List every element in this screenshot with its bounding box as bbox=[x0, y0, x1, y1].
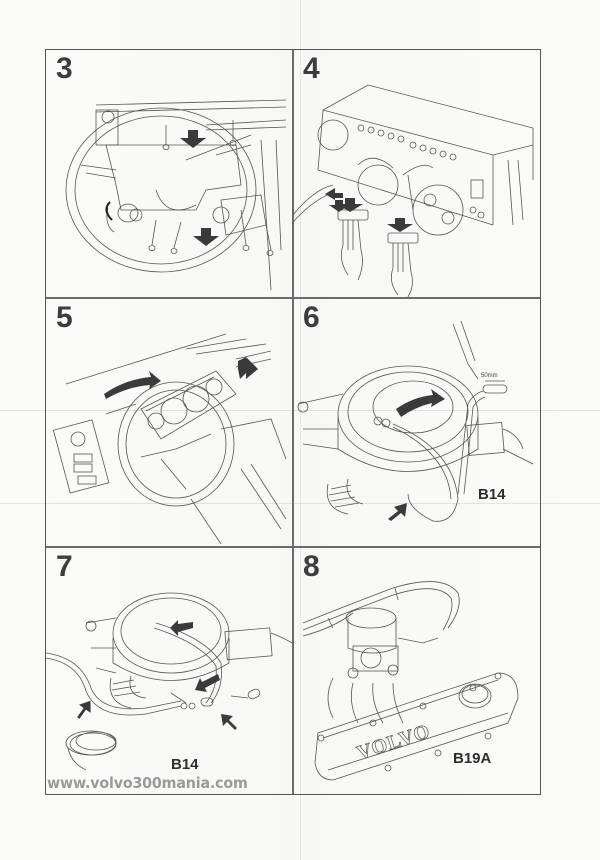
step-panel-7: 7 bbox=[46, 548, 292, 794]
engine-label: B19A bbox=[453, 750, 492, 767]
step-panel-6: 6 50mm bbox=[293, 299, 539, 546]
diagonal-arrow-icon bbox=[388, 503, 407, 521]
down-arrow-icon bbox=[329, 200, 349, 212]
left-arrow-icon bbox=[170, 620, 193, 636]
left-arrow-icon bbox=[325, 188, 343, 200]
rotate-arrow-icon bbox=[105, 201, 113, 221]
up-arrow-icon bbox=[77, 700, 91, 719]
valve-cover-text: VOLVO bbox=[354, 720, 433, 764]
instrument-cluster-illustration bbox=[293, 84, 534, 297]
step-number: 8 bbox=[303, 550, 320, 583]
paper-fold-line bbox=[300, 0, 301, 860]
cluster-removal-illustration bbox=[52, 333, 287, 545]
pull-arrow-icon bbox=[238, 357, 258, 379]
hose-routing-illustration bbox=[46, 592, 292, 771]
diagonal-arrow-icon bbox=[221, 714, 237, 730]
grid-divider-vertical bbox=[292, 50, 294, 794]
engine-label: B14 bbox=[478, 486, 506, 503]
down-arrow-icon bbox=[337, 198, 363, 212]
down-arrow-icon bbox=[193, 228, 219, 246]
step-number: 7 bbox=[56, 550, 73, 583]
dimension-label: 50mm bbox=[481, 373, 498, 379]
carburettor-hose-illustration bbox=[297, 320, 534, 522]
arrow-icons bbox=[180, 130, 219, 246]
instruction-grid: 3 bbox=[45, 49, 541, 795]
step-panel-8: 8 bbox=[293, 548, 539, 794]
step-panel-5: 5 bbox=[46, 299, 292, 546]
curved-arrow-icon bbox=[396, 389, 445, 417]
step-number: 4 bbox=[303, 52, 320, 85]
engine-illustration: VOLVO bbox=[302, 581, 519, 781]
left-arrow-icon bbox=[195, 674, 220, 692]
step-number: 3 bbox=[56, 52, 73, 85]
step-panel-4: 4 bbox=[293, 50, 539, 297]
step-number: 5 bbox=[56, 301, 73, 334]
down-arrow-icon bbox=[180, 130, 206, 148]
paper-fold-line bbox=[0, 503, 600, 504]
step-panel-3: 3 bbox=[46, 50, 292, 297]
steering-column-illustration bbox=[65, 99, 287, 291]
engine-label: B14 bbox=[171, 756, 199, 773]
down-arrow-icon bbox=[387, 218, 413, 232]
grid-divider-horizontal bbox=[46, 297, 540, 299]
step-number: 6 bbox=[303, 301, 320, 334]
watermark-url: www.volvo300mania.com bbox=[47, 774, 248, 792]
grid-divider-horizontal bbox=[46, 546, 540, 548]
slide-arrow-icon bbox=[104, 371, 161, 399]
